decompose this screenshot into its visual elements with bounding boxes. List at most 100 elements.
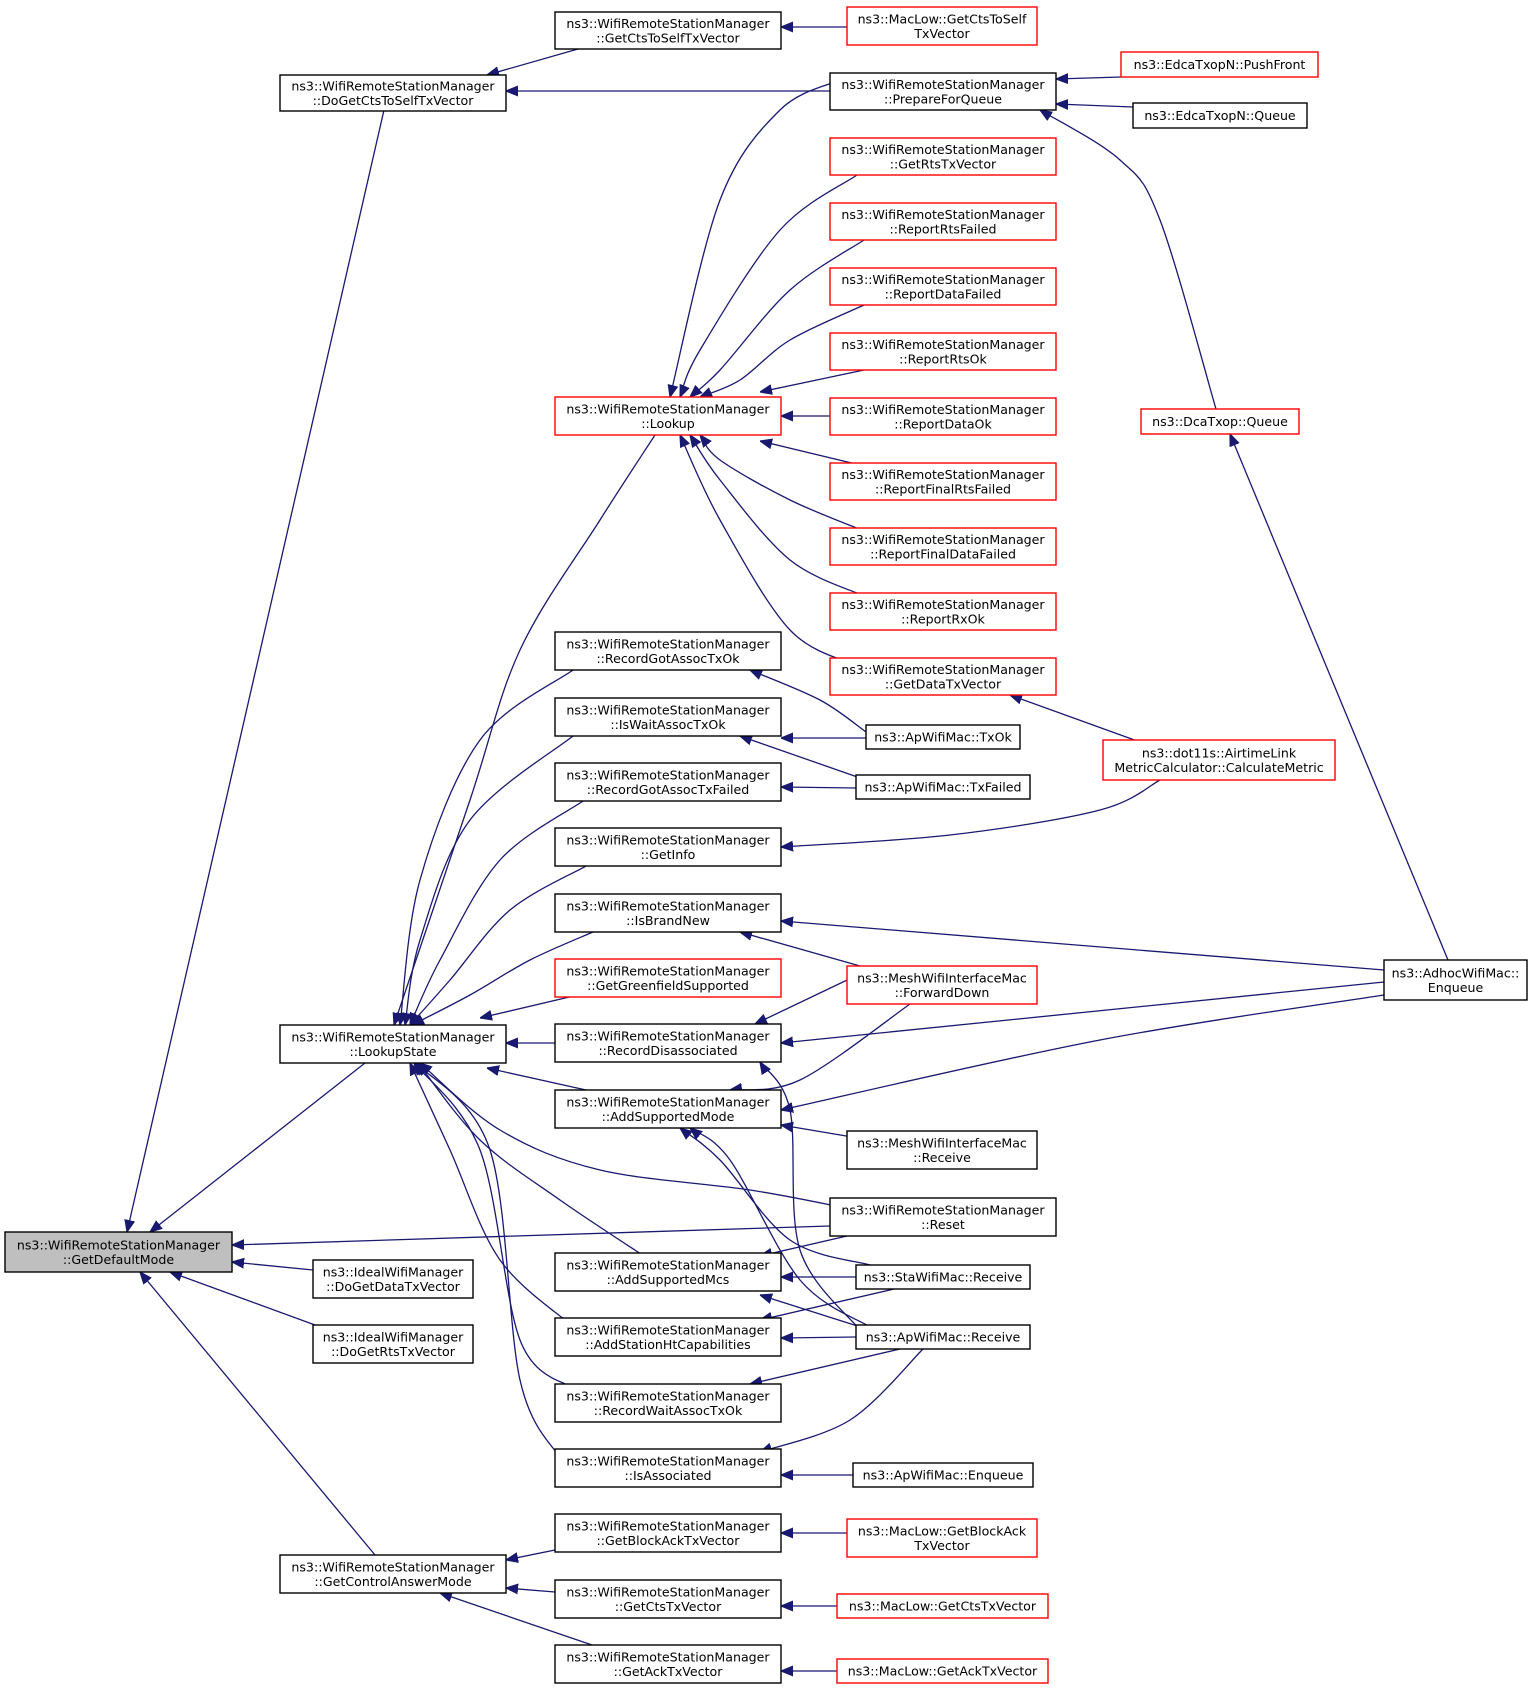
node-label-line: ::DoGetRtsTxVector [331, 1344, 456, 1359]
node-rfrtsf[interactable]: ns3::WifiRemoteStationManager::ReportFin… [829, 462, 1057, 501]
node-label-line: ns3::ApWifiMac::Receive [866, 1330, 1021, 1345]
node-irt[interactable]: ns3::IdealWifiManager::DoGetRtsTxVector [312, 1324, 474, 1364]
node-apenq[interactable]: ns3::ApWifiMac::Enqueue [852, 1462, 1034, 1488]
node-rdataf[interactable]: ns3::WifiRemoteStationManager::ReportDat… [829, 267, 1057, 306]
node-isassoc[interactable]: ns3::WifiRemoteStationManager::IsAssocia… [554, 1448, 782, 1488]
node-box [836, 1593, 1049, 1619]
node-box [554, 827, 782, 867]
node-rdataok[interactable]: ns3::WifiRemoteStationManager::ReportDat… [829, 397, 1057, 436]
node-gbatx[interactable]: ns3::WifiRemoteStationManager::GetBlockA… [554, 1513, 782, 1553]
node-rrxok[interactable]: ns3::WifiRemoteStationManager::ReportRxO… [829, 592, 1057, 631]
edge-airtime-to-getinfo [781, 779, 1161, 847]
edge-rgatok-to-lks [400, 669, 574, 1025]
node-rfdataf[interactable]: ns3::WifiRemoteStationManager::ReportFin… [829, 527, 1057, 566]
node-dgcts[interactable]: ns3::WifiRemoteStationManager::DoGetCtsT… [279, 74, 507, 112]
node-rgatf[interactable]: ns3::WifiRemoteStationManager::RecordGot… [554, 762, 782, 802]
node-asmcs[interactable]: ns3::WifiRemoteStationManager::AddSuppor… [554, 1252, 782, 1292]
node-label-line: ::DoGetDataTxVector [326, 1279, 461, 1294]
node-ggf[interactable]: ns3::WifiRemoteStationManager::GetGreenf… [554, 958, 782, 998]
node-gcam[interactable]: ns3::WifiRemoteStationManager::GetContro… [279, 1554, 507, 1594]
node-label-line: ::Receive [913, 1150, 971, 1165]
node-label-line: ns3::WifiRemoteStationManager [566, 1388, 770, 1403]
node-rgatok[interactable]: ns3::WifiRemoteStationManager::RecordGot… [554, 631, 782, 671]
edge-starx-to-asm [680, 1128, 871, 1266]
node-pushfront[interactable]: ns3::EdcaTxopN::PushFront [1120, 51, 1319, 78]
node-aptxf[interactable]: ns3::ApWifiMac::TxFailed [855, 774, 1031, 800]
node-lookup[interactable]: ns3::WifiRemoteStationManager::Lookup [554, 396, 782, 436]
edge-adhoc-to-rdis [781, 981, 1385, 1043]
node-box [829, 72, 1057, 111]
node-reset[interactable]: ns3::WifiRemoteStationManager::Reset [829, 1197, 1057, 1237]
edge-airtime-to-gdatatx [1010, 695, 1141, 743]
node-box [829, 267, 1057, 306]
node-label-line: ::GetInfo [641, 847, 696, 862]
node-label-line: ::GetGreenfieldSupported [587, 978, 749, 993]
node-ashc[interactable]: ns3::WifiRemoteStationManager::AddStatio… [554, 1317, 782, 1357]
edge-dgcts-to-gdm [127, 109, 385, 1232]
node-rdis[interactable]: ns3::WifiRemoteStationManager::RecordDis… [554, 1023, 782, 1063]
edge-adhoc-to-asm [781, 994, 1385, 1110]
node-label-line: ns3::WifiRemoteStationManager [841, 597, 1045, 612]
node-label-line: ::ForwardDown [895, 985, 990, 1000]
node-starx[interactable]: ns3::StaWifiMac::Receive [855, 1264, 1031, 1290]
node-meshrx[interactable]: ns3::MeshWifiInterfaceMac::Receive [846, 1130, 1038, 1170]
node-box [829, 202, 1057, 241]
node-grts[interactable]: ns3::WifiRemoteStationManager::GetRtsTxV… [829, 137, 1057, 176]
node-label-line: ::LookupState [350, 1044, 437, 1059]
node-layer: ns3::WifiRemoteStationManager::GetDefaul… [4, 6, 1528, 1684]
node-box [846, 1130, 1038, 1170]
node-rrtsf[interactable]: ns3::WifiRemoteStationManager::ReportRts… [829, 202, 1057, 241]
node-mlgba[interactable]: ns3::MacLow::GetBlockAckTxVector [846, 1518, 1038, 1558]
node-label-line: ns3::WifiRemoteStationManager [841, 77, 1045, 92]
node-rwatok[interactable]: ns3::WifiRemoteStationManager::RecordWai… [554, 1383, 782, 1423]
node-box [865, 724, 1021, 750]
edge-aprx-to-asmcs [760, 1295, 871, 1331]
node-label-line: ns3::WifiRemoteStationManager [291, 78, 495, 93]
node-isbn[interactable]: ns3::WifiRemoteStationManager::IsBrandNe… [554, 893, 782, 933]
node-label-line: ns3::ApWifiMac::TxFailed [865, 780, 1022, 795]
node-adhoc[interactable]: ns3::AdhocWifiMac::Enqueue [1383, 959, 1528, 1001]
node-label-line: ns3::IdealWifiManager [323, 1264, 464, 1279]
node-label-line: ::ReportDataOk [894, 416, 992, 431]
node-mlgctsself[interactable]: ns3::MacLow::GetCtsToSelfTxVector [846, 6, 1038, 46]
node-box [829, 332, 1057, 371]
node-box [554, 1579, 782, 1619]
node-meshfd[interactable]: ns3::MeshWifiInterfaceMac::ForwardDown [846, 965, 1038, 1005]
node-label-line: ns3::WifiRemoteStationManager [566, 1649, 770, 1664]
node-gdm[interactable]: ns3::WifiRemoteStationManager::GetDefaul… [4, 1231, 233, 1273]
node-label-line: ns3::WifiRemoteStationManager [566, 1518, 770, 1533]
node-box [554, 697, 782, 737]
node-getinfo[interactable]: ns3::WifiRemoteStationManager::GetInfo [554, 827, 782, 867]
node-edcaq[interactable]: ns3::EdcaTxopN::Queue [1132, 102, 1308, 129]
node-box [554, 1317, 782, 1357]
node-label-line: ns3::WifiRemoteStationManager [841, 532, 1045, 547]
node-iwatok[interactable]: ns3::WifiRemoteStationManager::IsWaitAss… [554, 697, 782, 737]
node-aprx[interactable]: ns3::ApWifiMac::Receive [855, 1324, 1031, 1350]
node-gctstx[interactable]: ns3::WifiRemoteStationManager::GetCtsTxV… [554, 1579, 782, 1619]
edge-grts-to-lookup [680, 174, 858, 397]
node-box [4, 1231, 233, 1273]
node-airtime[interactable]: ns3::dot11s::AirtimeLinkMetricCalculator… [1102, 739, 1336, 781]
node-mlgack[interactable]: ns3::MacLow::GetAckTxVector [836, 1658, 1049, 1684]
edge-edcaq-to-pfq [1056, 104, 1134, 107]
node-asm[interactable]: ns3::WifiRemoteStationManager::AddSuppor… [554, 1089, 782, 1129]
node-mlgcts[interactable]: ns3::MacLow::GetCtsTxVector [836, 1593, 1049, 1619]
node-lks[interactable]: ns3::WifiRemoteStationManager::LookupSta… [279, 1024, 507, 1064]
node-label-line: ns3::ApWifiMac::TxOk [874, 730, 1012, 745]
node-box [829, 397, 1057, 436]
edge-rgatf-to-lks [410, 800, 584, 1025]
node-dcaq[interactable]: ns3::DcaTxop::Queue [1140, 408, 1300, 435]
node-idt[interactable]: ns3::IdealWifiManager::DoGetDataTxVector [312, 1259, 474, 1299]
node-pfq[interactable]: ns3::WifiRemoteStationManager::PrepareFo… [829, 72, 1057, 111]
node-rrtsok[interactable]: ns3::WifiRemoteStationManager::ReportRts… [829, 332, 1057, 371]
node-label-line: ::IsWaitAssocTxOk [610, 717, 726, 732]
node-gctsself[interactable]: ns3::WifiRemoteStationManager::GetCtsToS… [554, 11, 782, 50]
edge-aprx-to-rdis [760, 1062, 861, 1331]
edge-lookup-to-lks [394, 434, 656, 1025]
edge-idt-to-gdm [232, 1262, 314, 1271]
node-aptxok[interactable]: ns3::ApWifiMac::TxOk [865, 724, 1021, 750]
node-gacktx[interactable]: ns3::WifiRemoteStationManager::GetAckTxV… [554, 1644, 782, 1684]
edge-pushfront-to-pfq [1056, 77, 1122, 79]
node-gdatatx[interactable]: ns3::WifiRemoteStationManager::GetDataTx… [829, 657, 1057, 696]
